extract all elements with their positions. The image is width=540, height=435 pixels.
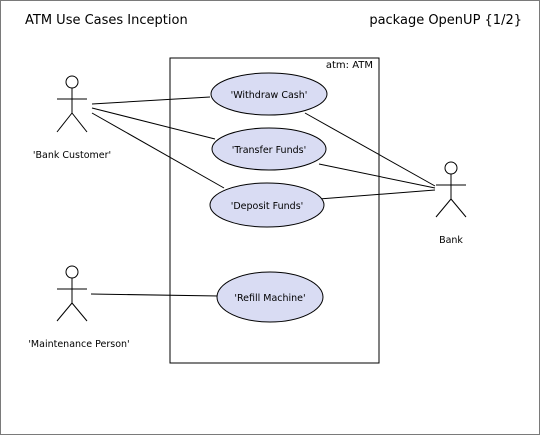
use-case-transfer-funds[interactable]: 'Transfer Funds' — [211, 127, 327, 171]
assoc-maintenance-refill — [90, 293, 220, 297]
use-case-withdraw-cash-label: 'Withdraw Cash' — [231, 90, 308, 101]
actor-bank-customer-figure[interactable] — [56, 75, 88, 133]
system-boundary-label: atm: ATM — [326, 60, 373, 71]
use-case-deposit-funds[interactable]: 'Deposit Funds' — [209, 182, 325, 228]
assoc-bank-withdraw — [304, 112, 436, 187]
assoc-customer-deposit — [91, 112, 225, 189]
use-case-refill-machine-label: 'Refill Machine' — [234, 293, 305, 304]
diagram-title: ATM Use Cases Inception — [25, 13, 188, 28]
assoc-customer-withdraw — [91, 96, 211, 105]
system-boundary — [169, 57, 380, 364]
use-case-deposit-funds-label: 'Deposit Funds' — [231, 201, 304, 212]
package-label: package OpenUP {1/2} — [369, 13, 522, 28]
use-case-refill-machine[interactable]: 'Refill Machine' — [216, 271, 324, 323]
assoc-customer-transfer — [91, 107, 216, 140]
actor-bank-figure[interactable] — [435, 161, 467, 218]
actor-maintenance-person-label: 'Maintenance Person' — [28, 339, 129, 350]
use-case-transfer-funds-label: 'Transfer Funds' — [232, 145, 306, 156]
assoc-bank-transfer — [318, 163, 436, 189]
assoc-bank-deposit — [318, 189, 436, 200]
actor-bank-label: Bank — [439, 235, 463, 246]
use-case-withdraw-cash[interactable]: 'Withdraw Cash' — [210, 72, 328, 116]
actor-maintenance-person-figure[interactable] — [56, 265, 88, 322]
actor-bank-customer-label: 'Bank Customer' — [33, 150, 111, 161]
associations — [90, 96, 436, 297]
